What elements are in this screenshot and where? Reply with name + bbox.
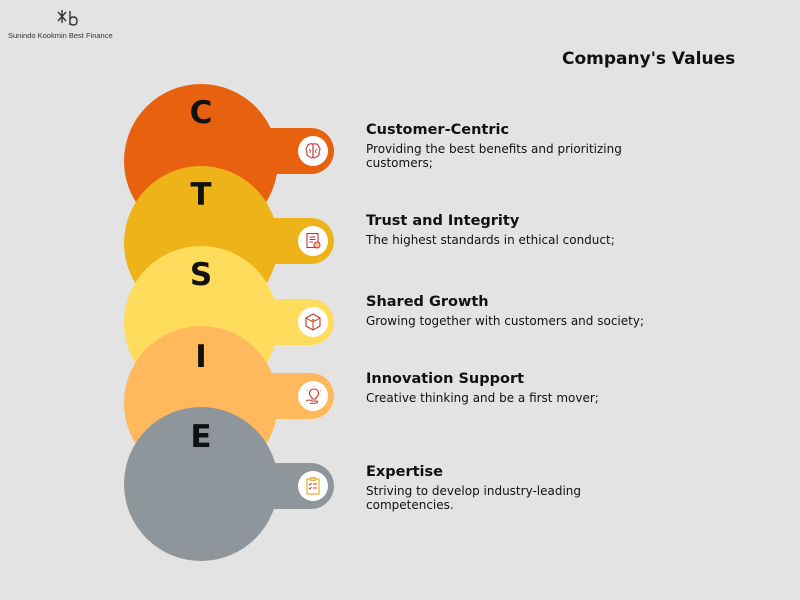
value-title: Innovation Support — [366, 371, 525, 387]
value-description: Growing together with customers and soci… — [366, 314, 644, 328]
value-letter: E — [190, 419, 212, 455]
value-icon-badge — [298, 136, 328, 166]
value-item-customer-centric: Customer-Centric Providing the best bene… — [366, 122, 696, 171]
value-icon-badge — [298, 307, 328, 337]
checklist-icon — [306, 477, 320, 495]
value-letter: S — [189, 257, 213, 293]
value-icon-badge — [298, 471, 328, 501]
value-icon-badge — [298, 381, 328, 411]
value-title: Shared Growth — [366, 294, 489, 310]
value-letter: T — [190, 177, 212, 213]
value-description: Striving to develop industry-leading com… — [366, 484, 582, 512]
kb-logo-icon — [57, 10, 78, 26]
value-item-innovation-support: Innovation Support Creative thinking and… — [366, 371, 696, 406]
page-title: Company's Values — [562, 49, 736, 69]
value-letter: C — [189, 95, 213, 131]
brand-name: Sunindo Kookmin Best Finance — [8, 31, 113, 40]
value-icon-badge — [298, 226, 328, 256]
value-description: Creative thinking and be a first mover; — [366, 391, 599, 405]
lightbulb-hand-icon — [305, 386, 322, 404]
company-logo: Sunindo Kookmin Best Finance — [8, 10, 128, 40]
value-title: Customer-Centric — [366, 122, 510, 138]
document-stamp-icon — [306, 232, 321, 249]
value-title: Trust and Integrity — [366, 213, 520, 229]
value-item-shared-growth: Shared Growth Growing together with cust… — [366, 294, 696, 329]
gem-box-icon — [305, 313, 321, 331]
value-description: Providing the best benefits and prioriti… — [366, 142, 622, 170]
value-description: The highest standards in ethical conduct… — [366, 233, 615, 247]
brain-icon — [305, 143, 321, 159]
value-item-expertise: Expertise Striving to develop industry-l… — [366, 464, 696, 513]
value-item-trust-integrity: Trust and Integrity The highest standard… — [366, 213, 696, 248]
value-circle-e — [124, 407, 278, 561]
value-title: Expertise — [366, 464, 443, 480]
value-letter: I — [195, 339, 207, 375]
